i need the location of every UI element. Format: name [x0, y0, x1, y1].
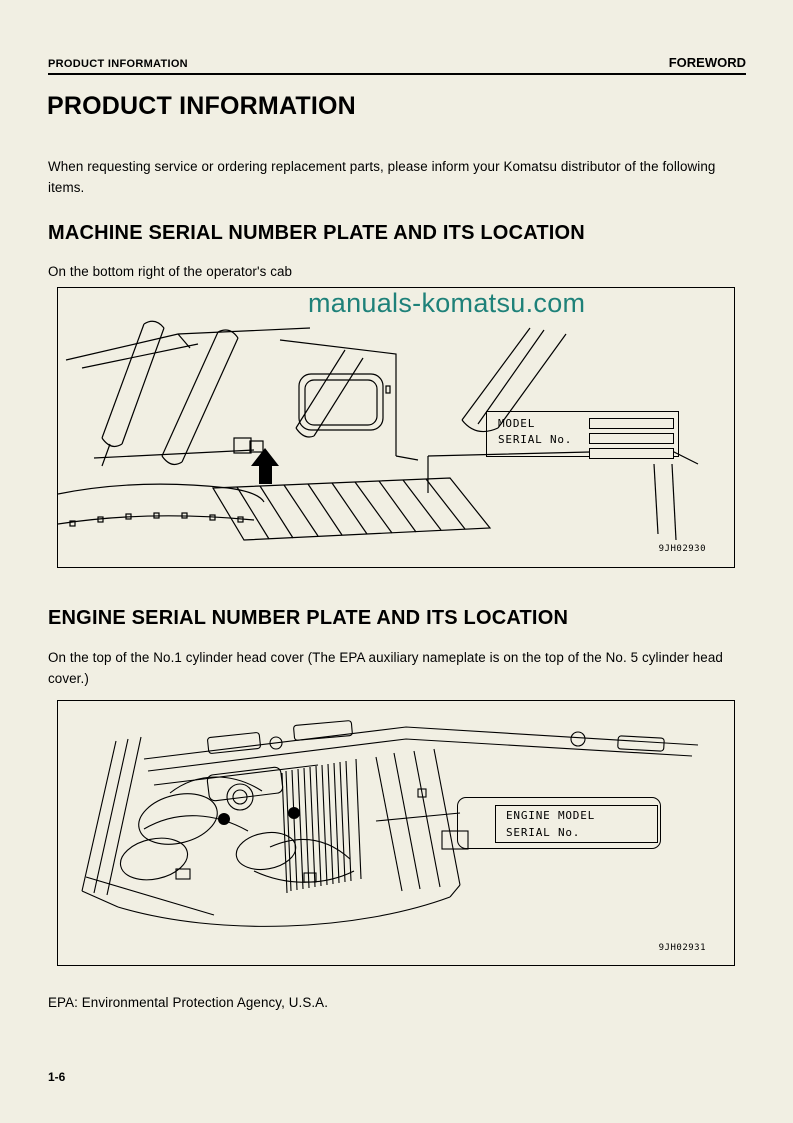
page-title: PRODUCT INFORMATION	[47, 92, 356, 120]
machine-section-heading: MACHINE SERIAL NUMBER PLATE AND ITS LOCA…	[48, 222, 585, 244]
header-rule	[48, 73, 746, 75]
running-header-left: PRODUCT INFORMATION	[48, 58, 188, 70]
plate-blank-field	[589, 448, 674, 459]
watermark-text: manuals-komatsu.com	[308, 288, 586, 318]
running-header-right: FOREWORD	[668, 55, 746, 70]
intro-paragraph: When requesting service or ordering repl…	[48, 159, 716, 195]
plate-blank-field	[589, 433, 674, 444]
epa-footnote: EPA: Environmental Protection Agency, U.…	[48, 995, 329, 1010]
figure-code: 9JH02931	[658, 943, 706, 953]
machine-serial-plate: MODEL SERIAL No.	[486, 411, 679, 459]
location-arrow-icon	[251, 448, 279, 484]
machine-illustration	[58, 320, 699, 541]
machine-figure: manuals-komatsu.com	[57, 287, 735, 568]
plate-model-label: MODEL	[498, 417, 536, 430]
page-number: 1-6	[48, 1070, 66, 1084]
plate-blank-field	[589, 418, 674, 429]
engine-serial-plate: ENGINE MODEL SERIAL No.	[457, 797, 661, 849]
engine-serial-plate-inner: ENGINE MODEL SERIAL No.	[495, 805, 658, 843]
engine-illustration	[81, 720, 699, 927]
engine-figure: ENGINE MODEL SERIAL No. 9JH02931	[57, 700, 735, 966]
plate-engine-model-label: ENGINE MODEL	[506, 809, 596, 822]
engine-section-heading: ENGINE SERIAL NUMBER PLATE AND ITS LOCAT…	[48, 607, 569, 629]
plate-engine-serial-label: SERIAL No.	[506, 826, 581, 839]
engine-section-caption: On the top of the No.1 cylinder head cov…	[48, 650, 723, 686]
figure-code: 9JH02930	[658, 544, 706, 554]
plate-serial-label: SERIAL No.	[498, 433, 573, 446]
machine-section-caption: On the bottom right of the operator's ca…	[48, 264, 293, 279]
